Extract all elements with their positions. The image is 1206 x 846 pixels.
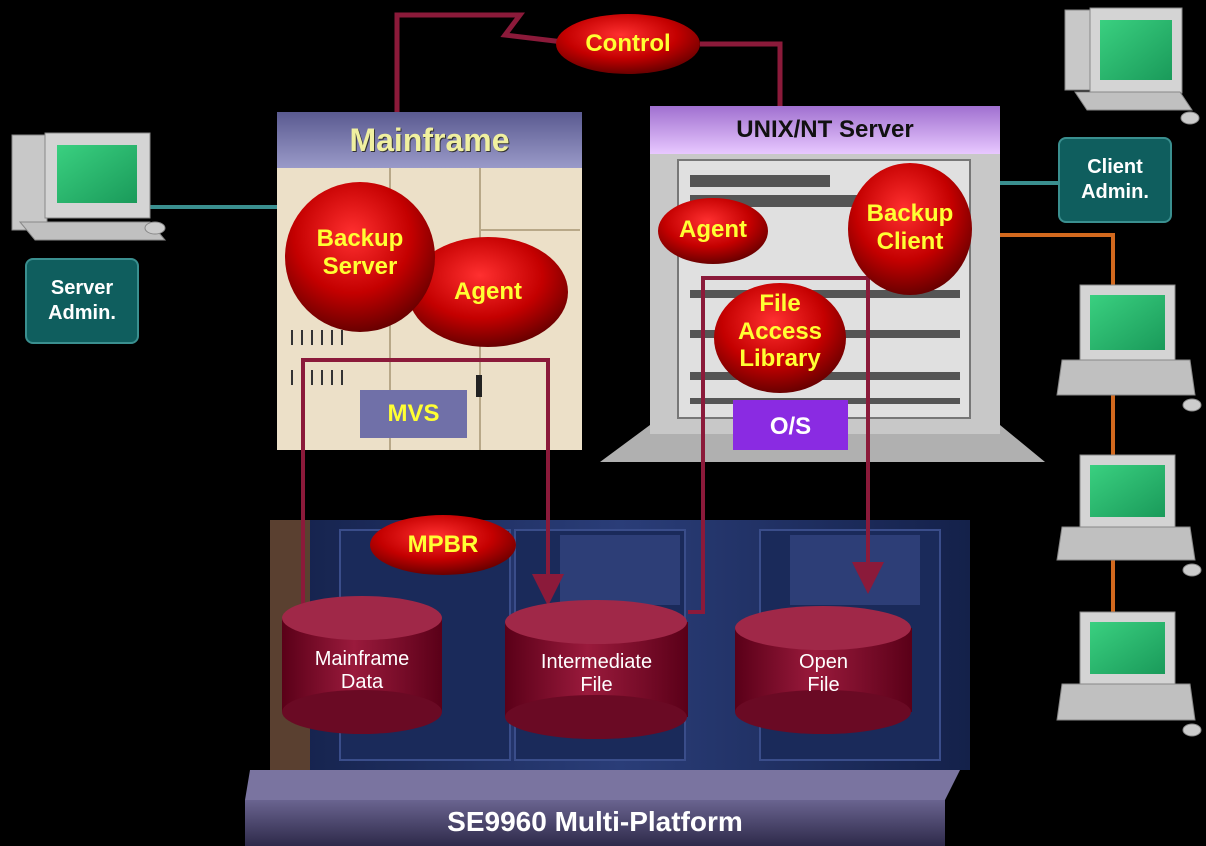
control-ellipse	[556, 14, 700, 74]
unix-data-flow	[688, 276, 884, 614]
backup-server-label: Backup Server	[316, 225, 404, 280]
open-file-label: Open File	[799, 651, 848, 696]
file-access-library-ellipse	[714, 283, 846, 393]
unix-agent-ellipse	[658, 198, 768, 264]
platform-base	[245, 770, 960, 846]
server-admin-computer-icon	[11, 132, 167, 241]
control-connector	[394, 12, 783, 112]
backup-server-ellipse	[285, 182, 435, 332]
mainframe-agent-label: Agent	[454, 278, 522, 305]
mvs-label: MVS	[387, 400, 440, 427]
file-access-library-label: File Access Library	[737, 290, 823, 373]
mainframe-data-label: Mainframe Data	[314, 648, 410, 693]
mainframe-data-cylinder	[282, 596, 442, 734]
mpbr-label: MPBR	[407, 531, 479, 558]
client-admin-computer-icon	[1064, 7, 1200, 125]
client-computer-1-icon	[1056, 284, 1202, 412]
server-admin-box: Server Admin.	[25, 258, 139, 344]
backup-client-ellipse	[848, 163, 972, 295]
client-computer-2-icon	[1056, 454, 1202, 577]
intermediate-file-cylinder	[505, 600, 688, 739]
control-label: Control	[585, 30, 671, 57]
client-admin-box: Client Admin.	[1058, 137, 1172, 223]
platform-label: SE9960 Multi-Platform	[447, 806, 743, 837]
unix-server-title: UNIX/NT Server	[736, 116, 914, 143]
unix-agent-label: Agent	[679, 216, 747, 243]
open-file-cylinder	[735, 606, 912, 734]
mpbr-ellipse	[370, 515, 516, 575]
os-label: O/S	[769, 413, 812, 440]
mainframe-data-flow	[301, 358, 564, 610]
client-computer-3-icon	[1056, 611, 1202, 737]
unix-server-box	[600, 106, 1045, 462]
intermediate-file-label: Intermediate File	[540, 651, 653, 696]
mainframe-title: Mainframe	[349, 122, 510, 158]
mainframe-agent-ellipse	[408, 237, 568, 347]
backup-client-label: Backup Client	[866, 200, 954, 255]
